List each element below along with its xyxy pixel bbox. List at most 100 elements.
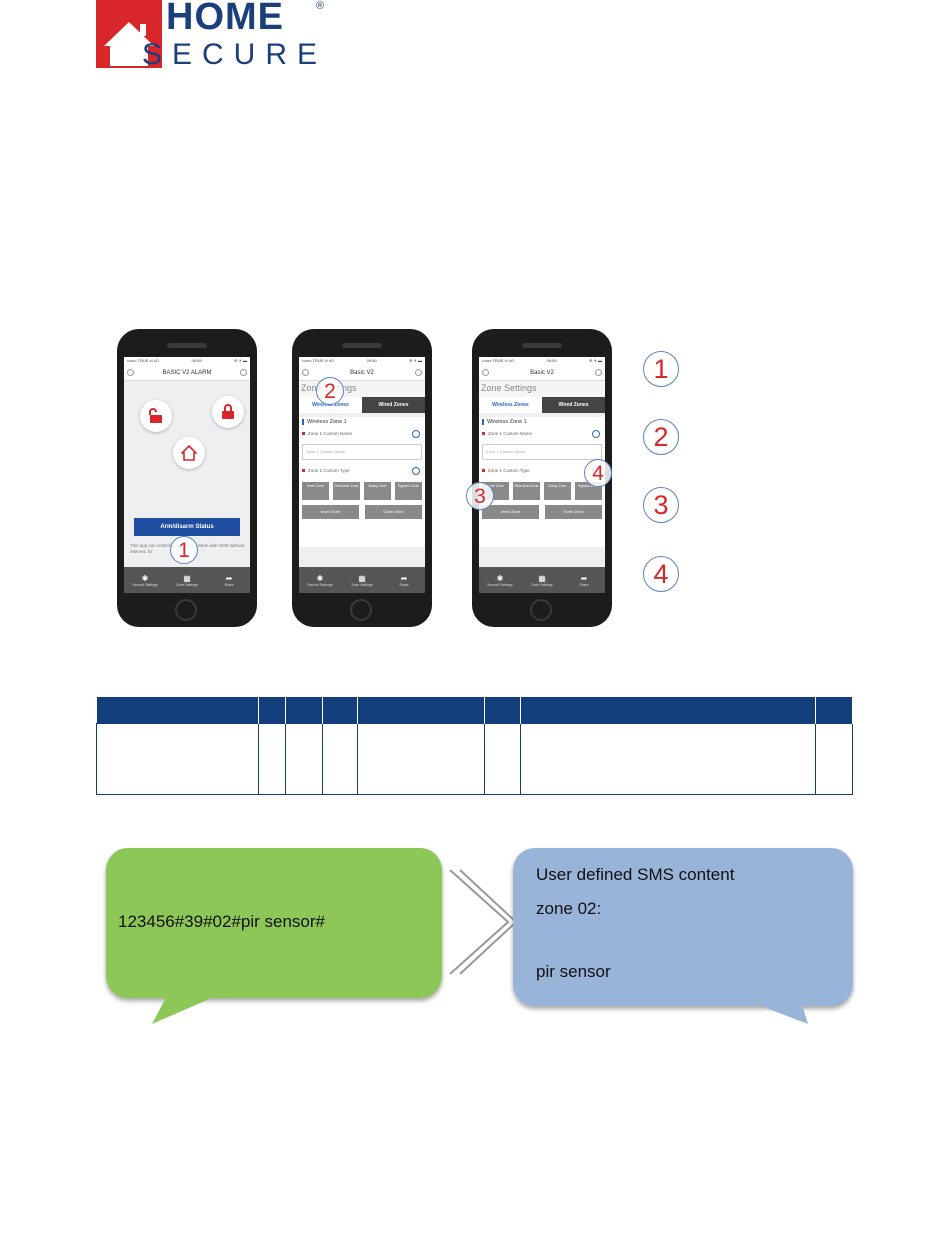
sms-reply-line-3: pir sensor bbox=[536, 962, 611, 981]
share-icon: ➦ bbox=[580, 573, 588, 583]
home-arm-button[interactable] bbox=[173, 437, 205, 469]
phone-earpiece bbox=[522, 343, 562, 348]
zone-type-button[interactable]: Real-time Zone bbox=[513, 482, 540, 500]
zone-type-button[interactable]: Inner Zone bbox=[302, 482, 329, 500]
home-secure-logo: HOME ® SECURE bbox=[96, 0, 336, 72]
sms-command-bubble bbox=[106, 848, 442, 998]
tab-zone-settings[interactable]: ▦Zone Settings bbox=[347, 574, 377, 587]
zone-type-buttons-2: Inner Zone Outer Zone bbox=[302, 505, 422, 519]
zone-tabs: Wireless Zones Wired Zones bbox=[299, 397, 425, 413]
grid-icon: ▦ bbox=[538, 573, 546, 583]
custom-name-row: Zone 1 Custom Name bbox=[302, 430, 422, 441]
zone-type-button[interactable]: Bypass Zone bbox=[395, 482, 422, 500]
tab-zone-settings[interactable]: ▦Zone Settings bbox=[172, 574, 202, 587]
back-icon[interactable] bbox=[302, 369, 309, 376]
custom-name-input[interactable]: Zone 1 Custom Name bbox=[482, 444, 602, 460]
table-header-cell bbox=[520, 697, 817, 724]
arrow-chevron-icon bbox=[449, 869, 516, 975]
settings-icon[interactable] bbox=[240, 369, 247, 376]
tab-wired-zones[interactable]: Wired Zones bbox=[362, 397, 425, 413]
phone-home-button bbox=[530, 599, 552, 621]
table-cell bbox=[519, 723, 817, 795]
custom-name-input[interactable]: Zone 1 Custom Name bbox=[302, 444, 422, 460]
outer-zone-button[interactable]: Outer Zone bbox=[365, 505, 422, 519]
phone-earpiece bbox=[342, 343, 382, 348]
edit-gear-icon[interactable] bbox=[592, 430, 600, 438]
phone-home-screen: ••ooo TRUE-H 4G 09:59 ⊕ ✈ ▬ BASIC V2 ALA… bbox=[117, 329, 257, 627]
inner-zone-button[interactable]: Inner Zone bbox=[302, 505, 359, 519]
share-icon: ➦ bbox=[400, 573, 408, 583]
custom-name-row: Zone 1 Custom Name bbox=[482, 430, 602, 441]
callout-4: 4 bbox=[584, 459, 612, 487]
phone-earpiece bbox=[167, 343, 207, 348]
table-cell bbox=[95, 723, 260, 795]
callout-3: 3 bbox=[466, 482, 494, 510]
share-icon: ➦ bbox=[225, 573, 233, 583]
command-table bbox=[95, 697, 853, 795]
zone-settings-title: Zone Settings bbox=[479, 381, 605, 397]
status-carrier: ••ooo TRUE-H 4G bbox=[127, 358, 160, 363]
phone-home-button bbox=[350, 599, 372, 621]
tab-second-settings[interactable]: ✱Second Settings bbox=[305, 574, 335, 587]
arm-disarm-status-button[interactable]: Arm/disarm Status bbox=[134, 518, 240, 536]
tab-share[interactable]: ➦Share bbox=[214, 574, 244, 587]
app-header: BASIC V2 ALARM bbox=[124, 366, 250, 381]
tab-share[interactable]: ➦Share bbox=[569, 574, 599, 587]
status-carrier: ••ooo TRUE-H 4G bbox=[482, 358, 515, 363]
lock-icon bbox=[222, 404, 234, 419]
tab-wireless-zones[interactable]: Wireless Zones bbox=[299, 397, 362, 413]
status-bar: ••ooo TRUE-H 4G 09:59 ⊕ ✈ ▬ bbox=[299, 357, 425, 366]
legend-number-4: 4 bbox=[643, 556, 679, 592]
tab-zone-settings[interactable]: ▦Zone Settings bbox=[527, 574, 557, 587]
bottom-tab-bar: ✱Second Settings ▦Zone Settings ➦Share bbox=[299, 567, 425, 593]
disarm-unlock-button[interactable] bbox=[140, 400, 172, 432]
zone-heading: Wireless Zone 1 bbox=[482, 419, 602, 425]
zone-type-button[interactable]: Delay Zone bbox=[544, 482, 571, 500]
tab-second-settings[interactable]: ✱Second Settings bbox=[130, 574, 160, 587]
inner-zone-button[interactable]: Inner Zone bbox=[482, 505, 539, 519]
edit-gear-icon[interactable] bbox=[412, 467, 420, 475]
back-icon[interactable] bbox=[127, 369, 134, 376]
table-cell bbox=[284, 723, 323, 795]
zone-type-button[interactable]: Real-time Zone bbox=[333, 482, 360, 500]
outer-zone-button[interactable]: Outer Zone bbox=[545, 505, 602, 519]
app-title: BASIC V2 ALARM bbox=[162, 370, 212, 376]
zone-type-buttons-2: Inner Zone Outer Zone bbox=[482, 505, 602, 519]
table-cell bbox=[258, 723, 286, 795]
logo-word-secure: SECURE bbox=[142, 38, 328, 71]
sms-reply-bubble-tail bbox=[740, 998, 808, 1024]
sms-reply-line-2: zone 02: bbox=[536, 899, 602, 918]
table-cell bbox=[321, 723, 359, 795]
zone-type-buttons: Inner Zone Real-time Zone Delay Zone Byp… bbox=[302, 482, 422, 500]
status-time: 09:59 bbox=[191, 358, 202, 363]
legend-number-2: 2 bbox=[643, 419, 679, 455]
status-time: 09:59 bbox=[546, 358, 557, 363]
grid-icon: ▦ bbox=[358, 573, 366, 583]
status-icons: ⊕ ✈ ▬ bbox=[234, 358, 247, 363]
table-header-cell bbox=[285, 697, 323, 724]
arm-lock-button[interactable] bbox=[212, 396, 244, 428]
gear-icon: ✱ bbox=[316, 573, 324, 583]
status-time: 09:59 bbox=[366, 358, 377, 363]
tab-share[interactable]: ➦Share bbox=[389, 574, 419, 587]
phone-home-button bbox=[175, 599, 197, 621]
edit-gear-icon[interactable] bbox=[412, 430, 420, 438]
sms-reply-line-1: User defined SMS content bbox=[536, 865, 735, 884]
zone-panel: Wireless Zone 1 Zone 1 Custom Name Zone … bbox=[479, 417, 605, 547]
table-header-cell bbox=[322, 697, 359, 724]
tab-second-settings[interactable]: ✱Second Settings bbox=[485, 574, 515, 587]
zone-tabs: Wireless Zones Wired Zones bbox=[479, 397, 605, 413]
table-cell bbox=[484, 723, 521, 795]
grid-icon: ▦ bbox=[183, 573, 191, 583]
tab-wired-zones[interactable]: Wired Zones bbox=[542, 397, 605, 413]
table-header-cell bbox=[357, 697, 486, 724]
settings-icon[interactable] bbox=[415, 369, 422, 376]
unlock-icon bbox=[149, 408, 162, 423]
settings-icon[interactable] bbox=[595, 369, 602, 376]
zone-type-button[interactable]: Delay Zone bbox=[364, 482, 391, 500]
custom-type-row: Zone 1 Custom Type bbox=[302, 467, 422, 478]
tab-wireless-zones[interactable]: Wireless Zones bbox=[479, 397, 542, 413]
gear-icon: ✱ bbox=[496, 573, 504, 583]
house-logo-icon bbox=[96, 0, 162, 68]
back-icon[interactable] bbox=[482, 369, 489, 376]
